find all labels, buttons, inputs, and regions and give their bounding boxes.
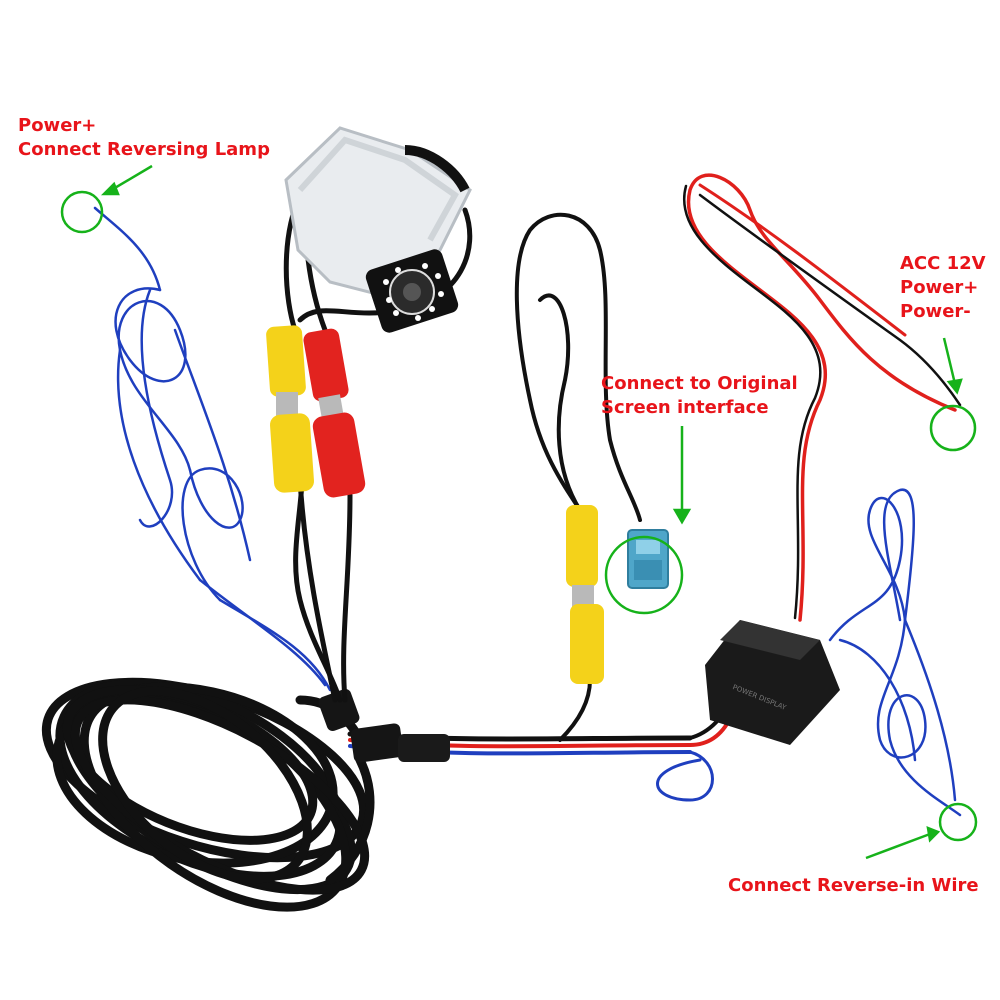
reversing-lamp-label-line-2: Connect Reversing Lamp	[18, 139, 270, 160]
screen-interface-marker	[604, 535, 684, 615]
reversing-lamp-marker	[60, 190, 104, 234]
inline-connectors	[318, 688, 450, 763]
acc-power-marker	[929, 404, 977, 452]
acc-power-label-line-1: ACC 12V	[900, 253, 986, 274]
main-harness	[347, 658, 747, 802]
reverse-in-label-line-1: Connect Reverse-in Wire	[728, 875, 979, 896]
blue-fakra-connector	[627, 529, 669, 589]
reverse-in-marker	[938, 802, 978, 842]
red-rca-plug	[303, 328, 366, 498]
reverse-in-label: Connect Reverse-in Wire	[728, 874, 979, 898]
acc-power-arrow	[942, 337, 957, 385]
reverse-in-wire	[828, 488, 962, 817]
reverse-in-arrow	[865, 832, 931, 860]
annotations	[60, 164, 978, 860]
reversing-lamp-label-line-1: Power+	[18, 115, 97, 136]
reversing-lamp-label: Power+ Connect Reversing Lamp	[18, 114, 270, 162]
camera-housing	[284, 126, 472, 333]
original-screen-label-line-1: Connect to Original	[601, 373, 798, 394]
acc-power-label-line-2: Power+	[900, 277, 979, 298]
acc-power-label: ACC 12V Power+ Power-	[900, 252, 986, 324]
screen-interface-cable	[514, 212, 642, 742]
yellow-rca-plug-left	[266, 325, 314, 493]
original-screen-label: Connect to Original Screen interface	[601, 372, 798, 420]
reversing-lamp-wire	[93, 206, 332, 692]
camera-cables	[283, 187, 473, 703]
original-screen-label-line-2: Screen interface	[601, 397, 769, 418]
acc-power-wire	[683, 173, 962, 622]
yellow-rca-plug-middle	[566, 505, 604, 684]
control-box: POWER DISPLAY	[705, 620, 840, 745]
acc-power-label-line-3: Power-	[900, 301, 971, 322]
